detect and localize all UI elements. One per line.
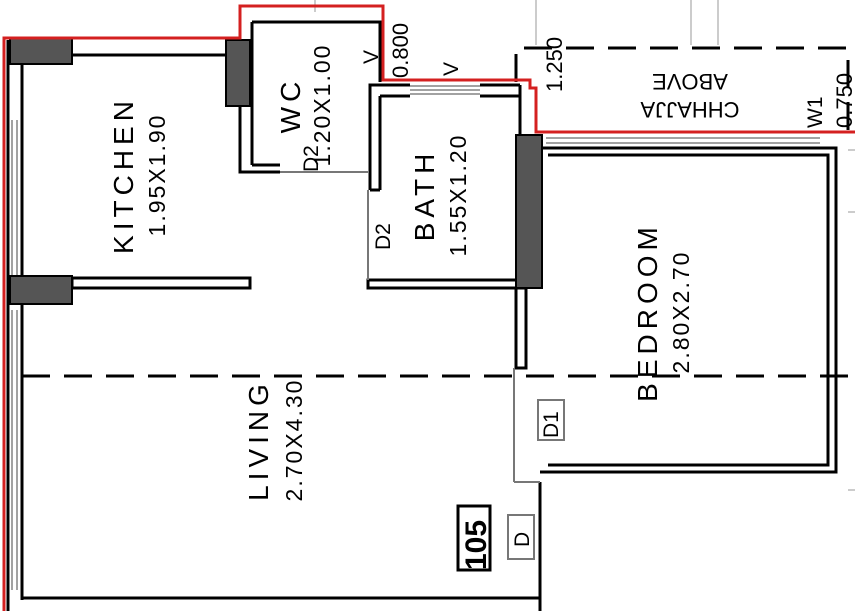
bath-size: 1.55X1.20	[445, 134, 471, 257]
window-tag-ventilator-top: V	[440, 62, 463, 76]
door-tag-wc: D2	[300, 145, 323, 172]
window-frames	[11, 85, 820, 590]
dimension-1250: 1.250	[542, 37, 567, 92]
window-tag-ventilator-wc: V	[360, 50, 383, 64]
door-tag-main-text: D	[511, 532, 534, 547]
kitchen-size: 1.95X1.90	[144, 114, 170, 237]
wc-name: WC	[275, 77, 306, 134]
bath-name: BATH	[409, 149, 440, 242]
door-tag-main: D	[507, 514, 535, 560]
door-tag-bedroom-text: D1	[540, 411, 563, 438]
room-bedroom: BEDROOM 2.80X2.70	[632, 222, 694, 402]
chhajja-label: CHHAJJA ABOVE	[640, 69, 739, 122]
dimension-0750: 0.750	[832, 73, 855, 128]
chhajja-line1: CHHAJJA	[640, 97, 739, 122]
room-kitchen: KITCHEN 1.95X1.90	[108, 96, 170, 254]
dimension-0800: 0.800	[388, 23, 413, 78]
wc-size: 1.20X1.00	[309, 44, 335, 167]
door-openings	[280, 171, 540, 483]
reference-lines	[314, 0, 855, 491]
columns	[9, 37, 543, 305]
kitchen-name: KITCHEN	[108, 96, 139, 254]
door-tag-bedroom: D1	[537, 399, 565, 441]
window-tag-bedroom: W1	[804, 97, 827, 129]
room-bath: BATH 1.55X1.20	[409, 134, 471, 257]
living-size: 2.70X4.30	[281, 379, 307, 502]
bedroom-size: 2.80X2.70	[668, 251, 694, 374]
bedroom-name: BEDROOM	[632, 222, 663, 402]
living-name: LIVING	[243, 379, 274, 501]
chhajja-outline	[22, 46, 855, 378]
unit-number-badge: 105	[456, 504, 493, 572]
unit-number: 105	[460, 520, 493, 570]
room-living: LIVING 2.70X4.30	[243, 379, 307, 502]
unit-boundary	[2, 4, 855, 611]
chhajja-line2: ABOVE	[652, 69, 728, 94]
door-tag-bath: D2	[372, 223, 395, 250]
room-wc: WC 1.20X1.00	[275, 44, 335, 167]
